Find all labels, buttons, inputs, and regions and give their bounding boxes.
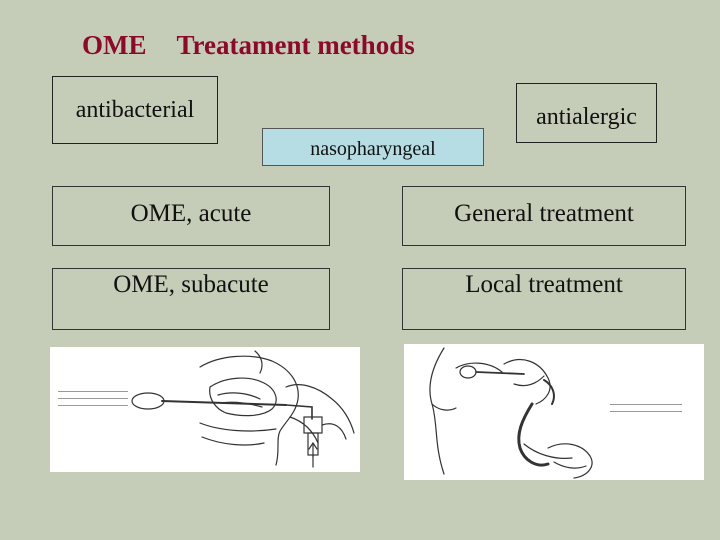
box-antialergic: antialergic	[516, 83, 657, 143]
box-ome-acute: OME, acute	[52, 186, 330, 246]
box-ome-subacute: OME, subacute	[52, 268, 330, 330]
box-ome-subacute-label: OME, subacute	[113, 271, 269, 298]
box-ome-acute-label: OME, acute	[130, 200, 252, 227]
box-antibacterial: antibacterial	[52, 76, 218, 144]
title-main: Treatament methods	[176, 30, 415, 60]
illustration-politzer-inflation	[404, 344, 704, 480]
title-prefix: OME	[82, 30, 147, 60]
illustration-eustachian-catheterization	[50, 347, 360, 472]
box-general-treatment-label: General treatment	[454, 200, 634, 227]
slide-title: OME Treatament methods	[82, 30, 415, 61]
right-figure-caption	[610, 402, 682, 416]
box-nasopharyngeal: nasopharyngeal	[262, 128, 484, 166]
politzer-drawing	[429, 347, 593, 479]
box-local-treatment: Local treatment	[402, 268, 686, 330]
box-antialergic-label: antialergic	[536, 103, 637, 130]
box-antibacterial-label: antibacterial	[75, 97, 195, 123]
box-general-treatment: General treatment	[402, 186, 686, 246]
box-nasopharyngeal-label: nasopharyngeal	[310, 137, 436, 160]
catheterization-drawing	[131, 350, 355, 468]
left-figure-caption	[58, 389, 128, 409]
box-local-treatment-label: Local treatment	[465, 271, 623, 298]
